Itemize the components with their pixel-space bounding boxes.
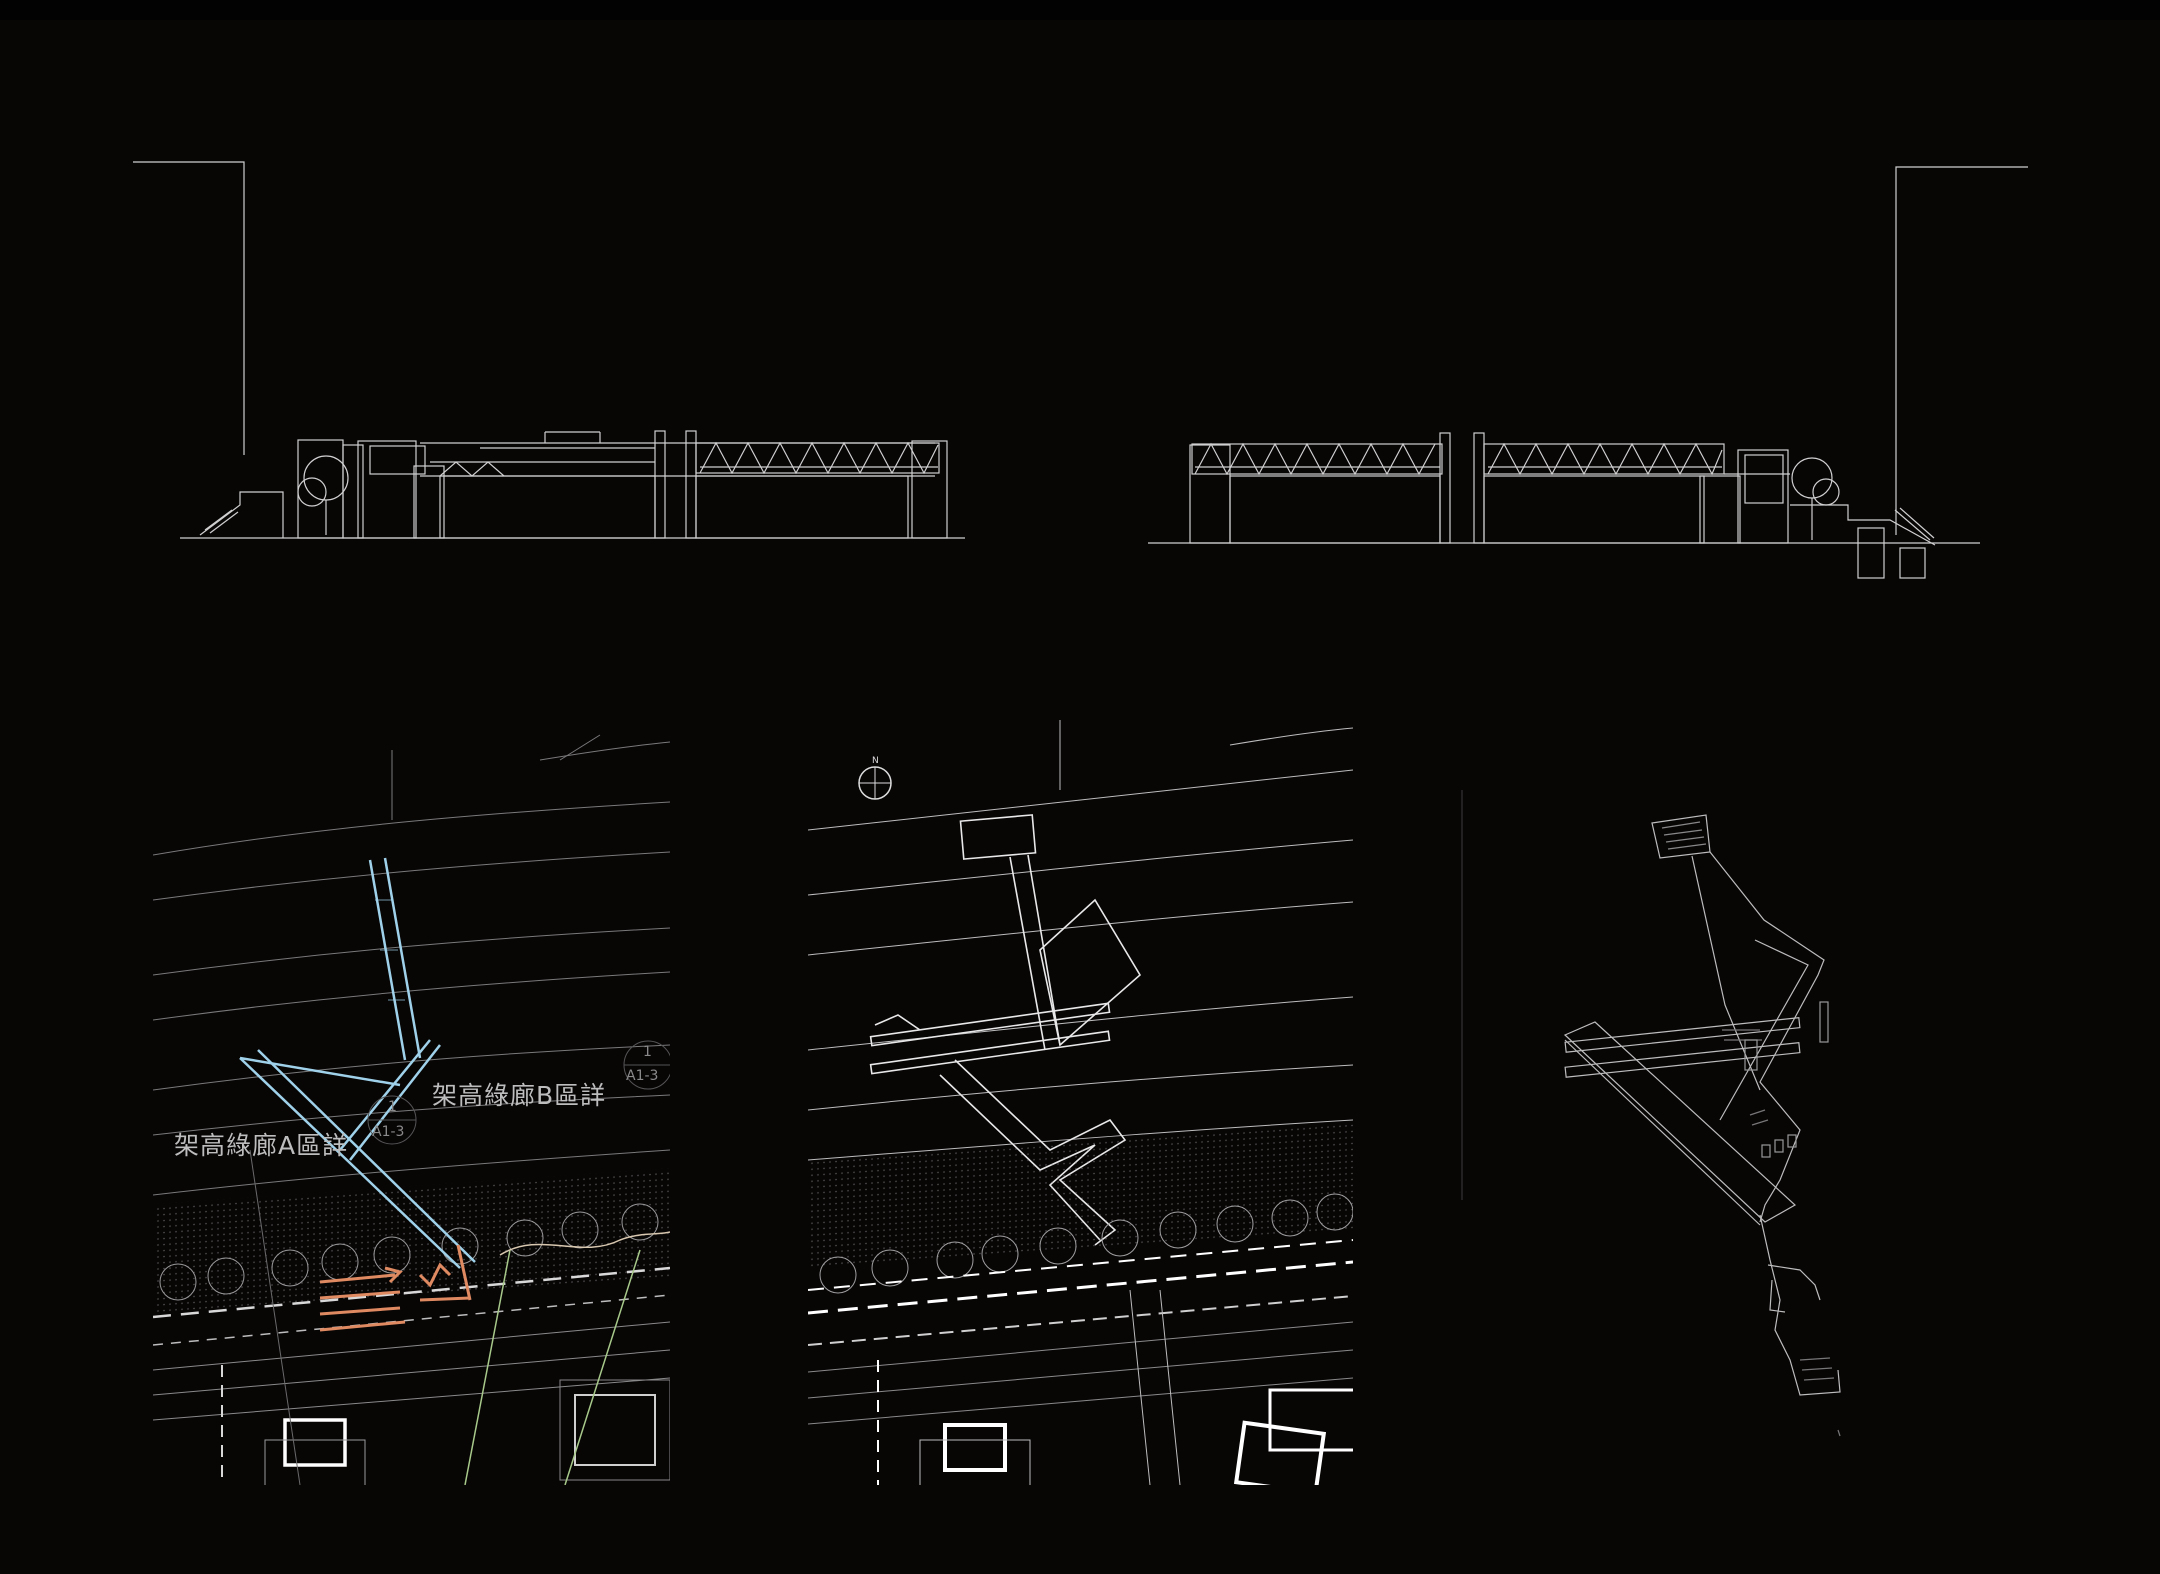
north-arrow-label: N [872,756,879,766]
floor-plan-right [1461,790,1841,1437]
ref-b-number: 1 [643,1044,652,1060]
ref-a-sheet: A1-3 [372,1124,405,1140]
elevation-right [1148,166,2028,579]
elevation-left [133,161,965,539]
ref-b-sheet: A1-3 [626,1068,659,1084]
ref-a-number: 1 [388,1099,397,1115]
site-plan-middle [808,720,1353,1485]
zone-a-detail-label: 架高綠廊A區詳 [174,1131,349,1160]
site-plan-left [153,734,670,1485]
zone-b-detail-label: 架高綠廊B區詳 [432,1081,607,1110]
